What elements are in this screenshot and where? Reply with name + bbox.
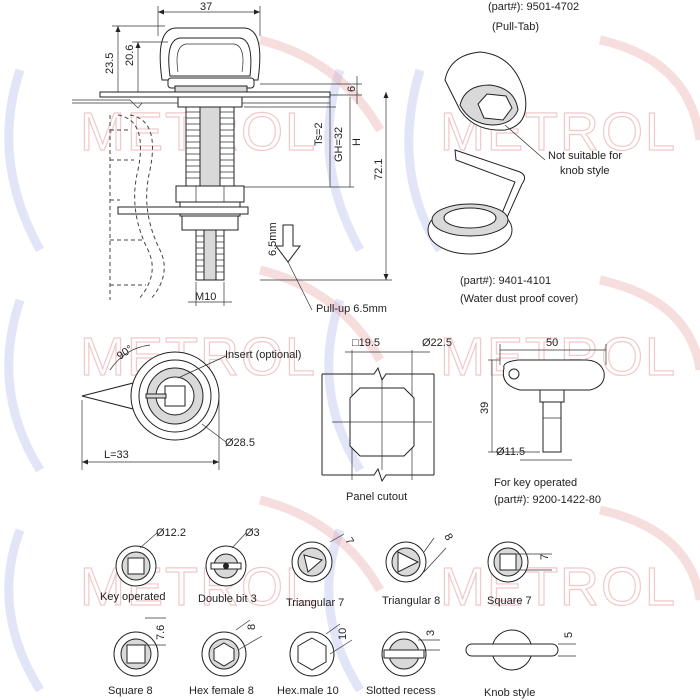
key-width: 50	[546, 337, 558, 349]
key-line1: For key operated	[494, 477, 577, 489]
insert-hex-male-10: 10 Hex.male 10	[277, 623, 353, 697]
dim-gh: GH=32	[333, 127, 345, 162]
key-line2: (part#): 9200-1422-80	[494, 494, 601, 506]
insert-label: Hex.male 10	[277, 685, 339, 697]
dim-6: 6	[346, 86, 358, 92]
insert-dim: Ø12.2	[156, 527, 186, 539]
insert-dim: 7.6	[155, 625, 167, 640]
pull-tab-part-number: (part#): 9501-4702	[488, 1, 579, 13]
insert-label: Key operated	[100, 591, 165, 603]
cutout-label: Panel cutout	[346, 491, 407, 503]
watermark-arcs	[4, 35, 700, 693]
insert-knob-style: 5 Knob style	[465, 629, 576, 699]
dim-ts: Ts=2	[313, 122, 325, 146]
insert-hex-female-8: 8 Hex female 8	[189, 619, 263, 697]
dim-20-6: 20.6	[124, 45, 136, 66]
insert-key-operated: Ø12.2 Key operated	[100, 527, 186, 603]
insert-dim: 5	[563, 632, 575, 638]
insert-dim: 8	[246, 624, 258, 630]
insert-label: Square 8	[108, 685, 153, 697]
insert-dim: 3	[425, 630, 437, 636]
dim-m10: M10	[195, 291, 216, 303]
insert-dim: Ø3	[245, 527, 260, 539]
lock-side-view: 37 23.5 20.6 6	[72, 1, 392, 315]
insert-square-7: 7 Square 7	[487, 541, 552, 607]
dust-cover-name: (Water dust proof cover)	[460, 293, 578, 305]
front-diameter: Ø28.5	[225, 437, 255, 449]
pull-tab-name: (Pull-Tab)	[492, 21, 539, 33]
insert-dim: 8	[441, 532, 454, 543]
insert-dim: 7	[539, 554, 551, 560]
insert-label: Hex female 8	[189, 685, 254, 697]
panel-cutout: □19.5 Ø22.5 Panel cutout	[321, 337, 452, 503]
dim-72-1: 72.1	[373, 159, 385, 180]
key-height: 39	[479, 402, 491, 414]
watermark-text: METROL	[440, 557, 677, 617]
lock-front-view: 90° Insert (optional) Ø28.5 L=33	[81, 343, 301, 470]
dim-width-37: 37	[200, 1, 212, 13]
insert-dim: 10	[337, 628, 349, 640]
insert-double-bit-3: Ø3 Double bit 3	[198, 527, 260, 605]
insert-label: Double bit 3	[198, 593, 257, 605]
insert-square-8: 7.6 Square 8	[108, 617, 167, 697]
dim-h: H	[351, 138, 363, 146]
insert-label: Triangular 8	[382, 595, 440, 607]
insert-label: Triangular 7	[286, 597, 344, 609]
cutout-diameter: Ø22.5	[422, 337, 452, 349]
insert-label: Slotted recess	[366, 685, 436, 697]
insert-label: Insert (optional)	[225, 349, 301, 361]
pull-tab-note-line1: Not suitable for	[548, 150, 622, 162]
insert-slotted-recess: 3 Slotted recess	[366, 630, 440, 697]
cutout-square-dim: □19.5	[352, 337, 380, 349]
pull-tab-part: (part#): 9501-4702 (Pull-Tab) Not suitab…	[444, 1, 622, 177]
key-part: 50 39 Ø11.5 For key operated (part#): 92…	[479, 337, 607, 506]
pull-tab-note-line2: knob style	[560, 165, 610, 177]
insert-triangular-8: 8 Triangular 8	[382, 532, 455, 608]
insert-dim: 7	[342, 536, 355, 547]
key-diameter: Ø11.5	[496, 446, 525, 458]
length-label: L=33	[104, 449, 129, 461]
dust-cover-part-number: (part#): 9401-4101	[460, 275, 551, 287]
insert-label: Knob style	[484, 687, 535, 699]
dust-cover-part: (part#): 9401-4101 (Water dust proof cov…	[427, 149, 578, 305]
insert-triangular-7: 7 Triangular 7	[286, 533, 356, 609]
pull-up-label: Pull-up 6.5mm	[316, 303, 387, 315]
dim-23-5: 23.5	[104, 53, 116, 74]
dim-6-5mm: 6.5mm	[267, 222, 279, 256]
insert-label: Square 7	[487, 595, 532, 607]
